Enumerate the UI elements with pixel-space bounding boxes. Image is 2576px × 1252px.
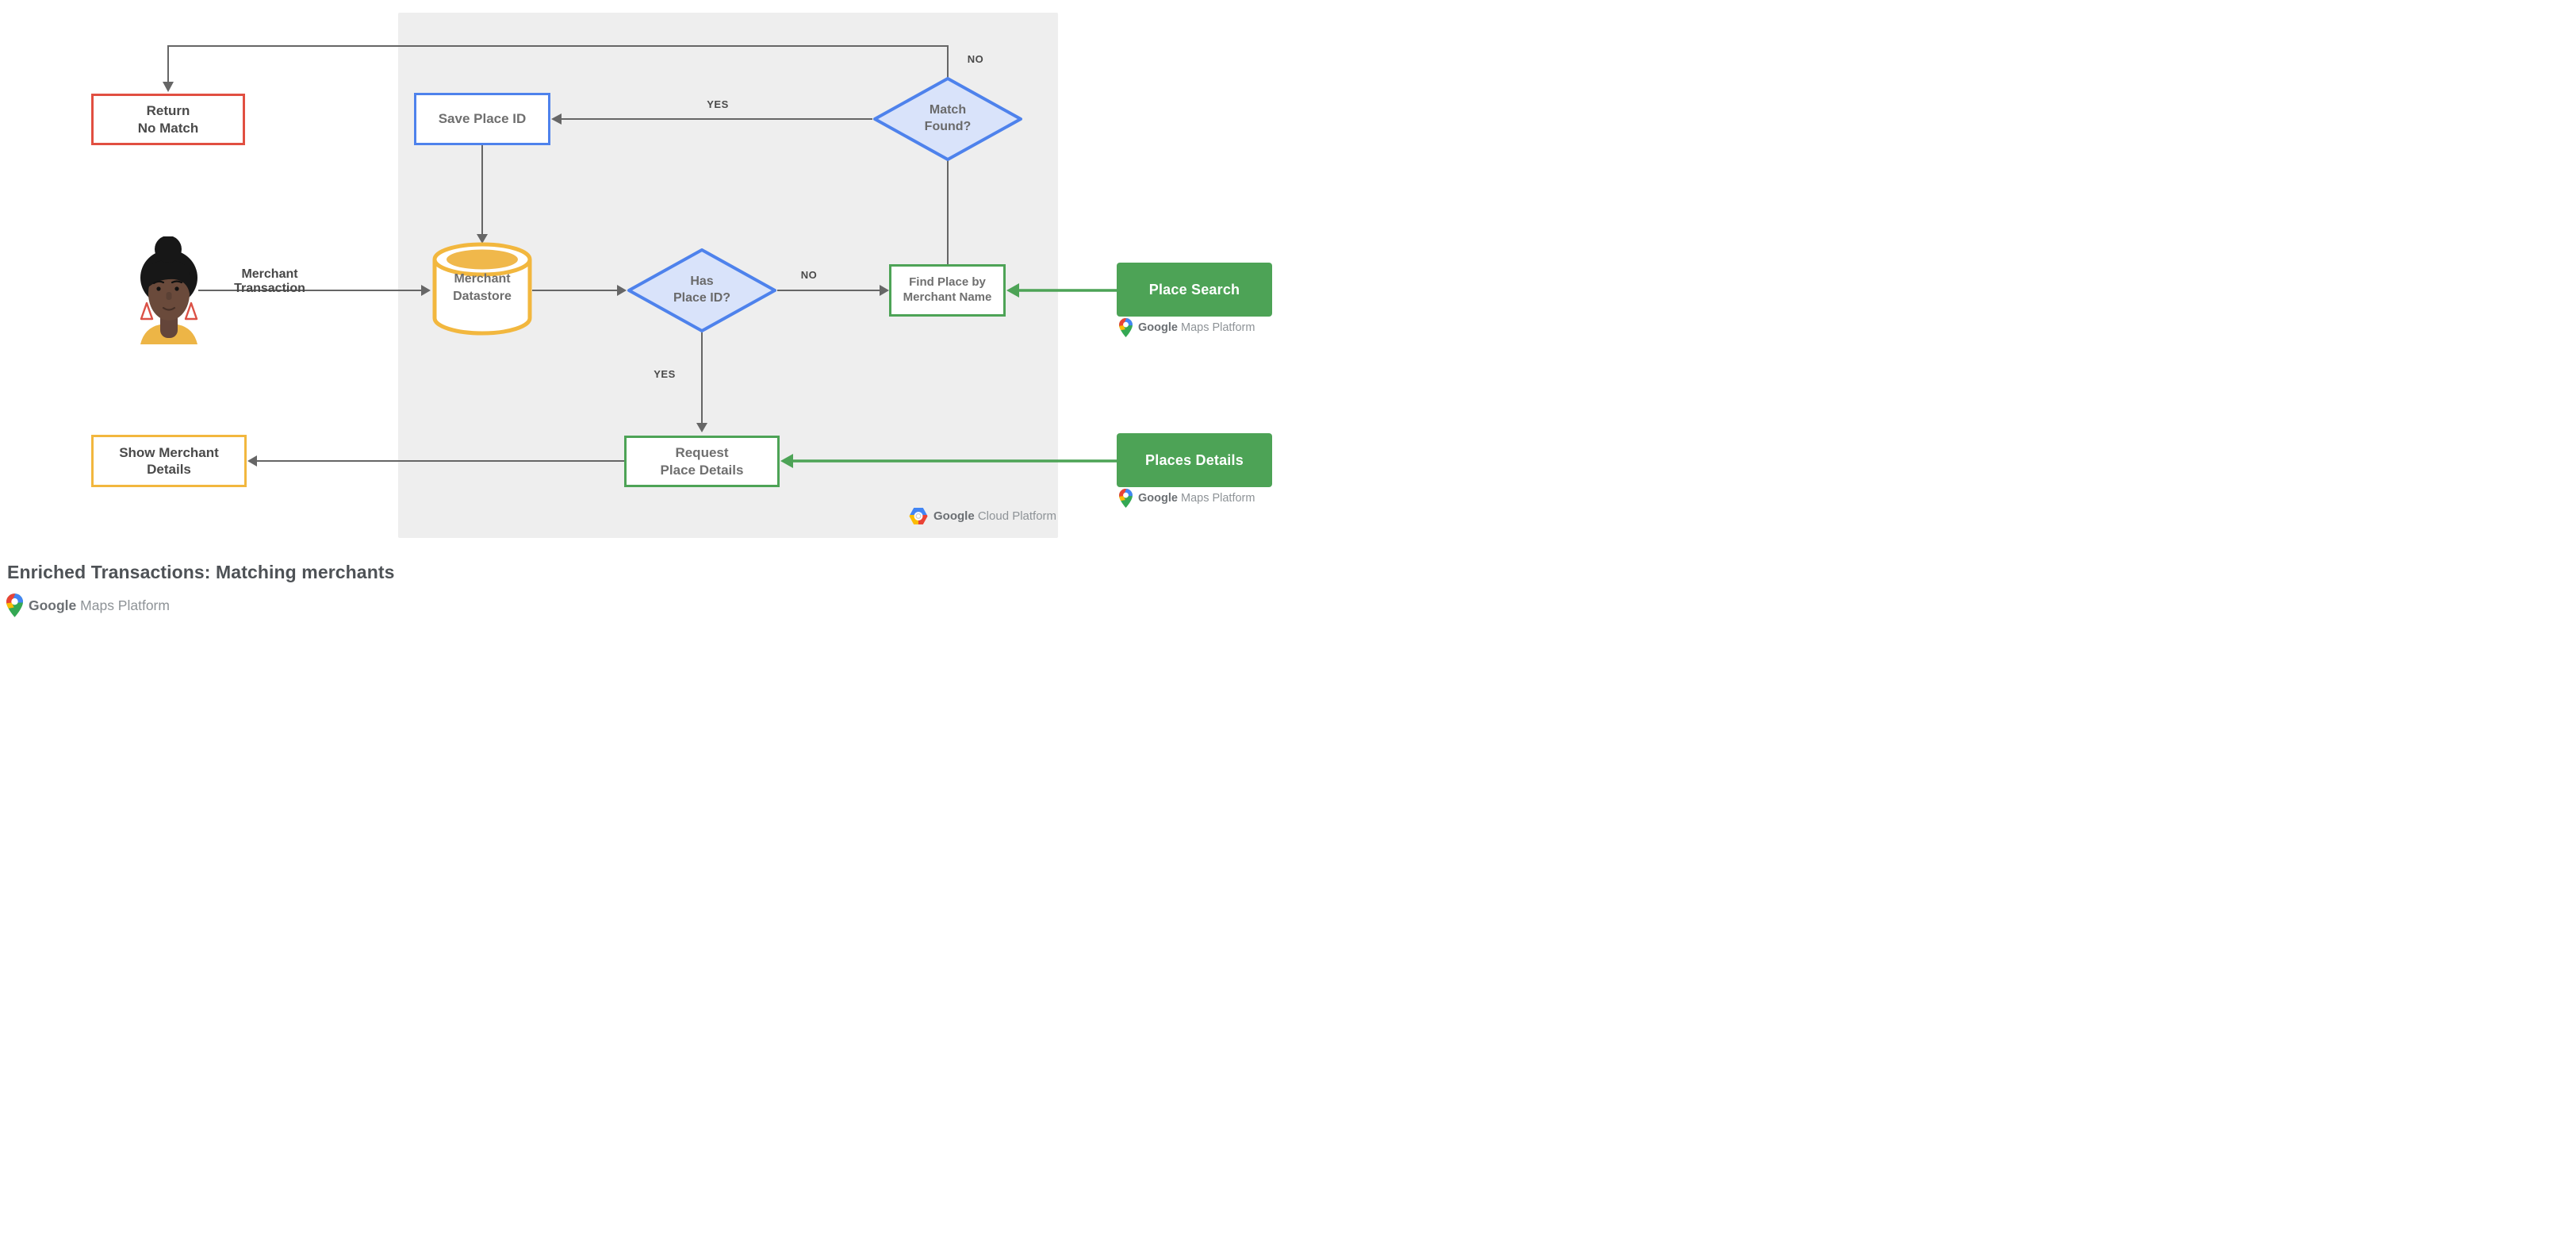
node-return-no-match: Return No Match — [91, 94, 245, 145]
arrowhead-datastore-top — [477, 234, 488, 244]
logo-product: Maps Platform — [1180, 321, 1255, 334]
datastore-cylinder — [432, 242, 532, 336]
node-merchant-datastore-line1: Merchant — [454, 272, 511, 286]
diamond-shape — [873, 77, 1022, 161]
logo-product: Maps Platform — [80, 597, 170, 613]
arrowhead-return — [163, 82, 174, 92]
edge-label-yes-down: YES — [654, 368, 676, 380]
person-icon — [140, 236, 198, 344]
maps-platform-logo-details: Google Maps Platform — [1119, 489, 1255, 508]
node-merchant-datastore: Merchant Datastore — [432, 242, 532, 336]
node-has-place-id-line1: Has — [690, 275, 714, 289]
node-match-found-line2: Found? — [924, 120, 972, 133]
arrowhead-show — [247, 455, 257, 467]
node-return-no-match-line1: Return — [146, 103, 190, 119]
maps-platform-logo-search: Google Maps Platform — [1119, 318, 1255, 337]
node-has-place-id: Has Place ID? — [627, 248, 777, 332]
node-match-found: Match Found? — [872, 77, 1023, 161]
arrowhead-save — [551, 113, 562, 125]
node-places-details: Places Details — [1117, 433, 1272, 487]
logo-brand: Google — [1138, 492, 1178, 505]
arrowhead-hasplace — [617, 285, 627, 296]
node-has-place-id-line2: Place ID? — [673, 291, 731, 305]
node-save-place-id: Save Place ID — [414, 93, 550, 145]
arrowhead-datastore-left — [421, 285, 431, 296]
customer-avatar — [140, 236, 198, 348]
logo-product: Cloud Platform — [977, 509, 1057, 523]
diamond-shape — [627, 248, 776, 332]
node-return-no-match-line2: No Match — [137, 120, 199, 136]
node-save-place-id-label: Save Place ID — [438, 111, 527, 127]
node-merchant-datastore-line2: Datastore — [453, 289, 512, 303]
maps-pin-icon — [1119, 489, 1133, 508]
node-places-details-label: Places Details — [1145, 451, 1244, 468]
node-find-place-line2: Merchant Name — [903, 290, 992, 304]
node-show-merchant-details: Show Merchant Details — [91, 435, 247, 487]
arrowhead-green-request — [780, 454, 793, 468]
node-request-line1: Request — [675, 445, 729, 461]
node-find-place-line1: Find Place by — [909, 275, 986, 290]
node-place-search-label: Place Search — [1148, 281, 1240, 298]
logo-brand: Google — [933, 509, 975, 523]
node-request-place-details: Request Place Details — [624, 436, 780, 487]
cloud-hexagon-icon — [909, 508, 928, 524]
merchant-transaction-label: Merchant Transaction — [234, 267, 305, 295]
logo-product: Maps Platform — [1180, 492, 1255, 505]
cloud-platform-logo: Google Cloud Platform — [909, 508, 1056, 524]
node-show-line2: Details — [147, 462, 191, 477]
maps-pin-icon — [6, 593, 23, 617]
flowchart-canvas: NO YES NO YES Merchant Transaction Retur… — [0, 0, 1288, 626]
logo-brand: Google — [1138, 321, 1178, 334]
arrowhead-green-findplace — [1006, 283, 1019, 298]
node-match-found-line1: Match — [929, 103, 967, 117]
node-find-place-by-merchant-name: Find Place by Merchant Name — [889, 264, 1006, 317]
arrowhead-request-top — [696, 423, 707, 432]
node-request-line2: Place Details — [660, 462, 744, 478]
arrowhead-findplace — [880, 285, 889, 296]
edge-label-no-top: NO — [967, 53, 984, 65]
node-place-search: Place Search — [1117, 263, 1272, 317]
diagram-title: Enriched Transactions: Matching merchant… — [7, 562, 395, 582]
edge-label-yes-left: YES — [707, 98, 729, 110]
maps-pin-icon — [1119, 318, 1133, 337]
logo-brand: Google — [29, 597, 77, 613]
node-show-line1: Show Merchant — [119, 444, 219, 460]
edge-no-return — [167, 45, 949, 83]
maps-platform-logo-footer: Google Maps Platform — [6, 593, 170, 617]
edge-label-no-mid: NO — [800, 269, 818, 281]
